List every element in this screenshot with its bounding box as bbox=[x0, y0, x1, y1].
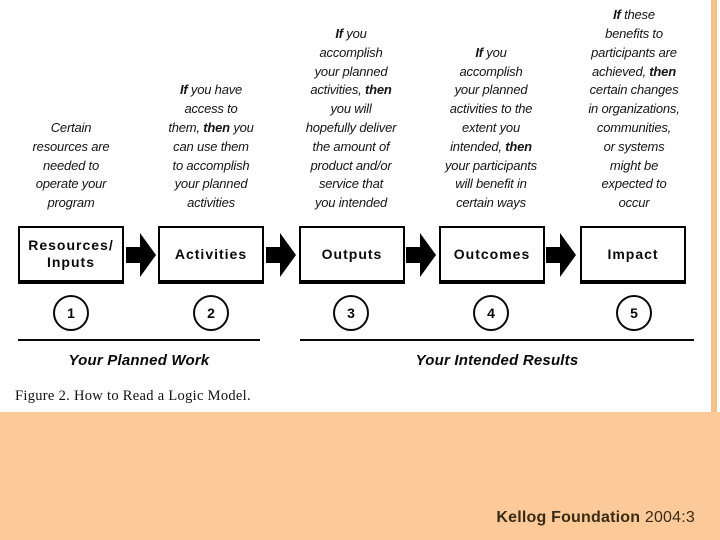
flow-arrow-icon bbox=[406, 233, 436, 277]
stage-number: 3 bbox=[347, 305, 355, 321]
stage-number-circle: 1 bbox=[53, 295, 89, 331]
stage-box-activities: Activities bbox=[158, 226, 264, 284]
stage-box-label: Outcomes bbox=[453, 245, 531, 262]
stage-number: 2 bbox=[207, 305, 215, 321]
stage-box-label: Impact bbox=[607, 245, 659, 262]
flow-arrow-icon bbox=[266, 233, 296, 277]
stage-box-resources: Resources/ Inputs bbox=[18, 226, 124, 284]
intended-results-label: Your Intended Results bbox=[415, 352, 579, 369]
intended-results-rule bbox=[300, 339, 694, 341]
stage-box-label: Resources/ Inputs bbox=[28, 237, 114, 270]
stage-box-outputs: Outputs bbox=[299, 226, 405, 284]
stage-number-circle: 4 bbox=[473, 295, 509, 331]
accent-stripe bbox=[711, 0, 717, 540]
figure-caption: Figure 2. How to Read a Logic Model. bbox=[15, 388, 251, 404]
citation: Kellog Foundation 2004:3 bbox=[496, 509, 695, 527]
stage-number-circle: 3 bbox=[333, 295, 369, 331]
stage-number: 4 bbox=[487, 305, 495, 321]
flow-arrow-icon bbox=[546, 233, 576, 277]
citation-reference: 2004:3 bbox=[644, 509, 695, 526]
planned-work-label: Your Planned Work bbox=[68, 352, 210, 369]
stage-box-outcomes: Outcomes bbox=[439, 226, 545, 284]
stage-box-label: Outputs bbox=[321, 245, 383, 262]
stage-box-impact: Impact bbox=[580, 226, 686, 284]
stage-number: 1 bbox=[67, 305, 75, 321]
stage-number-circle: 2 bbox=[193, 295, 229, 331]
stage-number: 5 bbox=[630, 305, 638, 321]
footer-band bbox=[0, 412, 720, 540]
flow-arrow-icon bbox=[126, 233, 156, 277]
stage-box-label: Activities bbox=[174, 245, 248, 262]
stage-number-circle: 5 bbox=[616, 295, 652, 331]
planned-work-rule bbox=[18, 339, 260, 341]
citation-source: Kellog Foundation bbox=[496, 509, 641, 526]
